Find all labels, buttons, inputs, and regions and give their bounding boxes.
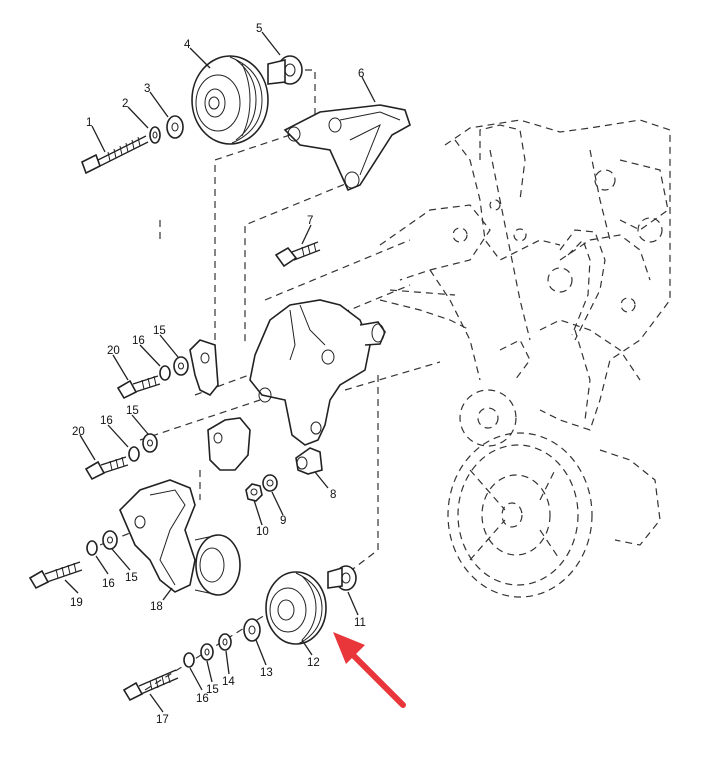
part-17-bolt	[122, 669, 179, 702]
callout-17: 17	[156, 714, 169, 726]
callout-8: 8	[330, 489, 336, 501]
callout-13: 13	[260, 667, 273, 679]
part-1-bolt	[81, 135, 149, 175]
callout-6: 6	[358, 68, 364, 80]
part-16b-washer	[128, 446, 140, 462]
callout-1: 1	[86, 117, 92, 129]
engine-block	[379, 119, 671, 598]
callout-leaders	[64, 31, 376, 713]
part-12-idler-pulley	[265, 571, 327, 645]
callout-4: 4	[184, 39, 191, 51]
part-16c-washer	[86, 540, 98, 556]
part-4-idler-pulley	[191, 55, 269, 145]
part-14-washer	[218, 633, 232, 651]
callout-3: 3	[144, 83, 150, 95]
part-2-washer	[149, 126, 161, 144]
callout-15-tensioner: 15	[125, 572, 138, 584]
part-15c-washer	[102, 530, 118, 550]
part-19-bolt	[28, 561, 83, 590]
callout-5: 5	[256, 23, 262, 35]
part-20a-bolt	[116, 375, 161, 400]
part-5-spacer	[267, 55, 303, 85]
part-16a-washer	[159, 365, 171, 381]
callout-labels: 1 2 3 4 5 6 7 8 9 10 11 12 13 14 15 15 1…	[70, 23, 366, 726]
part-15b-washer	[142, 433, 158, 453]
part-7-bolt	[274, 241, 321, 268]
callout-16-upper: 16	[132, 335, 145, 347]
callout-16-tensioner: 16	[102, 578, 115, 590]
part-3-washer	[166, 115, 184, 139]
pump-bracket-assembly	[189, 299, 386, 471]
callout-7: 7	[307, 215, 313, 227]
part-11-spacer	[327, 565, 357, 591]
callout-15-lower: 15	[206, 684, 219, 696]
callout-18: 18	[150, 601, 163, 613]
callout-14: 14	[222, 676, 235, 688]
callout-2: 2	[122, 98, 128, 110]
arrow-pointer-icon	[333, 632, 406, 708]
callout-19: 19	[70, 597, 83, 609]
callout-10: 10	[256, 526, 269, 538]
callout-15-upper: 15	[153, 325, 166, 337]
part-18-tensioner	[119, 479, 241, 596]
callout-16-middle: 16	[100, 415, 113, 427]
callout-20-lower: 20	[72, 426, 85, 438]
part-15a-washer	[173, 356, 189, 376]
part-15d-washer	[200, 643, 214, 661]
part-13-washer	[243, 618, 261, 642]
part-20b-bolt	[84, 456, 129, 481]
callout-9: 9	[280, 515, 286, 527]
part-10-nut	[245, 483, 263, 502]
part-6-bracket	[283, 104, 411, 192]
part-8-link	[295, 447, 323, 475]
part-9-nut	[262, 474, 278, 492]
callout-15-middle: 15	[126, 405, 139, 417]
callout-12: 12	[307, 657, 320, 669]
part-16d-washer	[183, 652, 195, 668]
callout-20-upper: 20	[107, 345, 120, 357]
callout-16-lower: 16	[196, 693, 209, 705]
callout-11: 11	[354, 617, 366, 629]
